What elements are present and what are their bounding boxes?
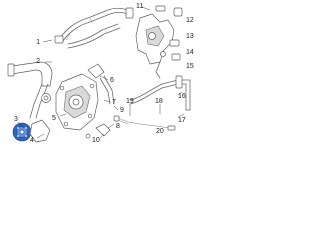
callout-1: 1 xyxy=(36,39,40,46)
callout-15: 15 xyxy=(186,63,194,70)
callout-6: 6 xyxy=(110,77,114,84)
leader-lines xyxy=(17,6,185,139)
coolant-pipe-right xyxy=(129,75,191,111)
left-hose xyxy=(7,61,53,119)
sensor-fitting xyxy=(41,93,51,103)
gasket xyxy=(29,119,51,143)
callout-12: 12 xyxy=(186,17,194,24)
callout-19: 19 xyxy=(126,98,134,105)
callout-10: 10 xyxy=(92,137,100,144)
callout-20: 20 xyxy=(156,128,164,135)
parts-diagram: 1 2 3 4 5 6 7 8 9 10 11 12 13 14 15 16 1… xyxy=(7,3,194,144)
callout-14: 14 xyxy=(186,49,194,56)
thermostat-housing-assembly xyxy=(135,5,183,79)
callout-13: 13 xyxy=(186,33,194,40)
callout-9: 9 xyxy=(120,107,124,114)
callout-17: 17 xyxy=(178,117,186,124)
callout-2: 2 xyxy=(36,58,40,65)
callout-11: 11 xyxy=(136,3,143,10)
callout-18: 18 xyxy=(155,98,163,105)
bracket xyxy=(85,123,111,139)
water-pump-body xyxy=(55,73,99,131)
callout-3: 3 xyxy=(14,116,18,123)
small-hose-pieces xyxy=(87,63,115,105)
callout-16: 16 xyxy=(178,93,186,100)
upper-hose-assembly xyxy=(54,7,134,49)
callout-8: 8 xyxy=(116,123,120,130)
sensor-wire xyxy=(113,115,176,131)
callout-4: 4 xyxy=(30,137,34,144)
callout-5: 5 xyxy=(52,115,56,122)
callout-7: 7 xyxy=(112,99,116,106)
